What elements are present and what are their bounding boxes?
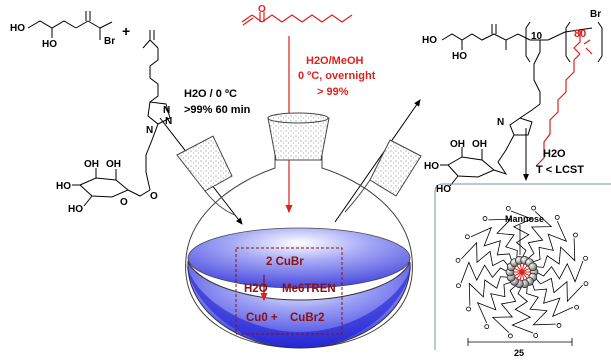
mannose-oh-2: OH	[106, 159, 121, 170]
flask-water: H2O	[244, 283, 268, 295]
micelle-arm	[470, 226, 513, 263]
micelle-mannose-end	[484, 324, 490, 330]
micelle-mannose-end	[554, 214, 560, 220]
micelle-scale-label: 25	[514, 348, 525, 358]
micelle-panel	[434, 183, 611, 350]
flask-copper-zero: Cu0 +	[246, 312, 278, 324]
micelle-mannose-end	[556, 323, 562, 328]
micelle-arm	[476, 281, 513, 324]
three-neck-flask	[176, 112, 422, 349]
micelle-core-chain	[513, 271, 523, 277]
micelle-arm	[461, 241, 510, 267]
micelle-mannose-end	[482, 216, 488, 221]
flask-cubr: 2 CuBr	[266, 256, 304, 268]
micelle-core-chain	[519, 263, 523, 273]
initiator-ho-2: HO	[42, 39, 57, 50]
micelle-mannose-label: Mannose	[505, 214, 545, 224]
micelle-mannose-end	[456, 283, 461, 289]
mannose-ho-3: HO	[56, 181, 71, 192]
polymer-structure	[440, 21, 603, 187]
polymer-oh-1: OH	[450, 139, 465, 150]
polymer-oh-2: OH	[472, 139, 487, 150]
initiator-br: Br	[104, 36, 116, 47]
acrylate-structure	[241, 12, 353, 26]
initiator-ho-1: HO	[10, 23, 25, 34]
micelle-mannose-end	[505, 206, 511, 211]
micelle-arm	[535, 260, 584, 283]
micelle-core-chain	[521, 267, 531, 273]
polymer-subscript-80: 80	[574, 28, 587, 40]
micelle-mannose-end	[466, 306, 471, 312]
micelle-mannose-end	[507, 333, 513, 339]
condition-right-1: H2O	[543, 148, 566, 160]
micelle-arm	[511, 285, 534, 334]
micelle-mannose-end	[583, 281, 589, 287]
micelle-core-chain	[519, 271, 523, 281]
initiator-structure	[27, 11, 113, 40]
micelle-core-chain	[521, 271, 525, 281]
polymer-ho-2: HO	[452, 51, 467, 62]
micelle-core-chain	[521, 263, 525, 273]
flask-copper-bromide: CuBr2	[290, 312, 325, 324]
polymer-ho-4: HO	[436, 184, 451, 195]
micelle-arm	[527, 211, 553, 260]
micelle-arm	[526, 284, 556, 326]
micelle-arm	[460, 261, 509, 284]
polymer-ho-3: HO	[424, 161, 439, 172]
micelle-arm	[534, 277, 583, 303]
micelle-core-bead	[528, 262, 538, 272]
plus-sign: +	[122, 23, 131, 39]
mannose-oh-1: OH	[84, 159, 99, 170]
micelle-core-chain	[521, 271, 529, 280]
micelle-mannose-end	[583, 255, 588, 261]
micelle-arm	[510, 210, 533, 259]
micelle-mannose-end	[533, 333, 539, 338]
micelle-mannose-end	[455, 257, 461, 263]
polymer-triazole-n: N	[497, 117, 505, 128]
condition-center-1: H2O/MeOH	[306, 55, 364, 67]
triazole-n-1: N	[163, 105, 171, 116]
micelle-mannose-end	[573, 232, 578, 238]
micelle-arm	[491, 284, 517, 333]
micelle-core-chain	[521, 264, 529, 273]
polymer-ho-1: HO	[422, 35, 437, 46]
triazole-n-3: N	[146, 125, 154, 136]
micelle-arm	[468, 276, 510, 306]
micelle-core-chain	[515, 264, 523, 273]
peg-side-chain	[535, 30, 593, 167]
condition-left-2: >99% 60 min	[184, 104, 251, 116]
micelle-core-chain	[521, 271, 531, 277]
mannose-ho-4: HO	[68, 204, 83, 215]
condition-center-3: > 99%	[317, 86, 349, 98]
mannose-monomer-structure	[72, 30, 171, 207]
micelle-arm	[488, 218, 518, 260]
polymer-br: Br	[590, 9, 602, 20]
micelle-sketch	[455, 205, 589, 339]
micelle-arm	[531, 220, 568, 263]
micelle-mannose-end	[574, 304, 580, 310]
triazole-n-2: N	[165, 116, 173, 127]
micelle-mannose-end	[531, 205, 537, 211]
polymer-subscript-10: 10	[531, 31, 543, 42]
flask-ligand: Me6TREN	[282, 283, 336, 295]
micelle-core-chain	[515, 271, 523, 280]
micelle-arm	[534, 238, 576, 268]
micelle-arm	[531, 281, 574, 318]
condition-center-2: 0 ºC, overnight	[298, 70, 376, 82]
micelle-core-chain	[513, 267, 523, 273]
mannose-link-o: O	[150, 191, 158, 202]
condition-right-2: T < LCST	[536, 164, 584, 176]
condition-left-1: H2O / 0 ºC	[184, 88, 237, 100]
mannose-ring-o: O	[120, 197, 128, 208]
acrylate-o: O	[258, 4, 266, 15]
micelle-mannose-end	[464, 234, 470, 240]
